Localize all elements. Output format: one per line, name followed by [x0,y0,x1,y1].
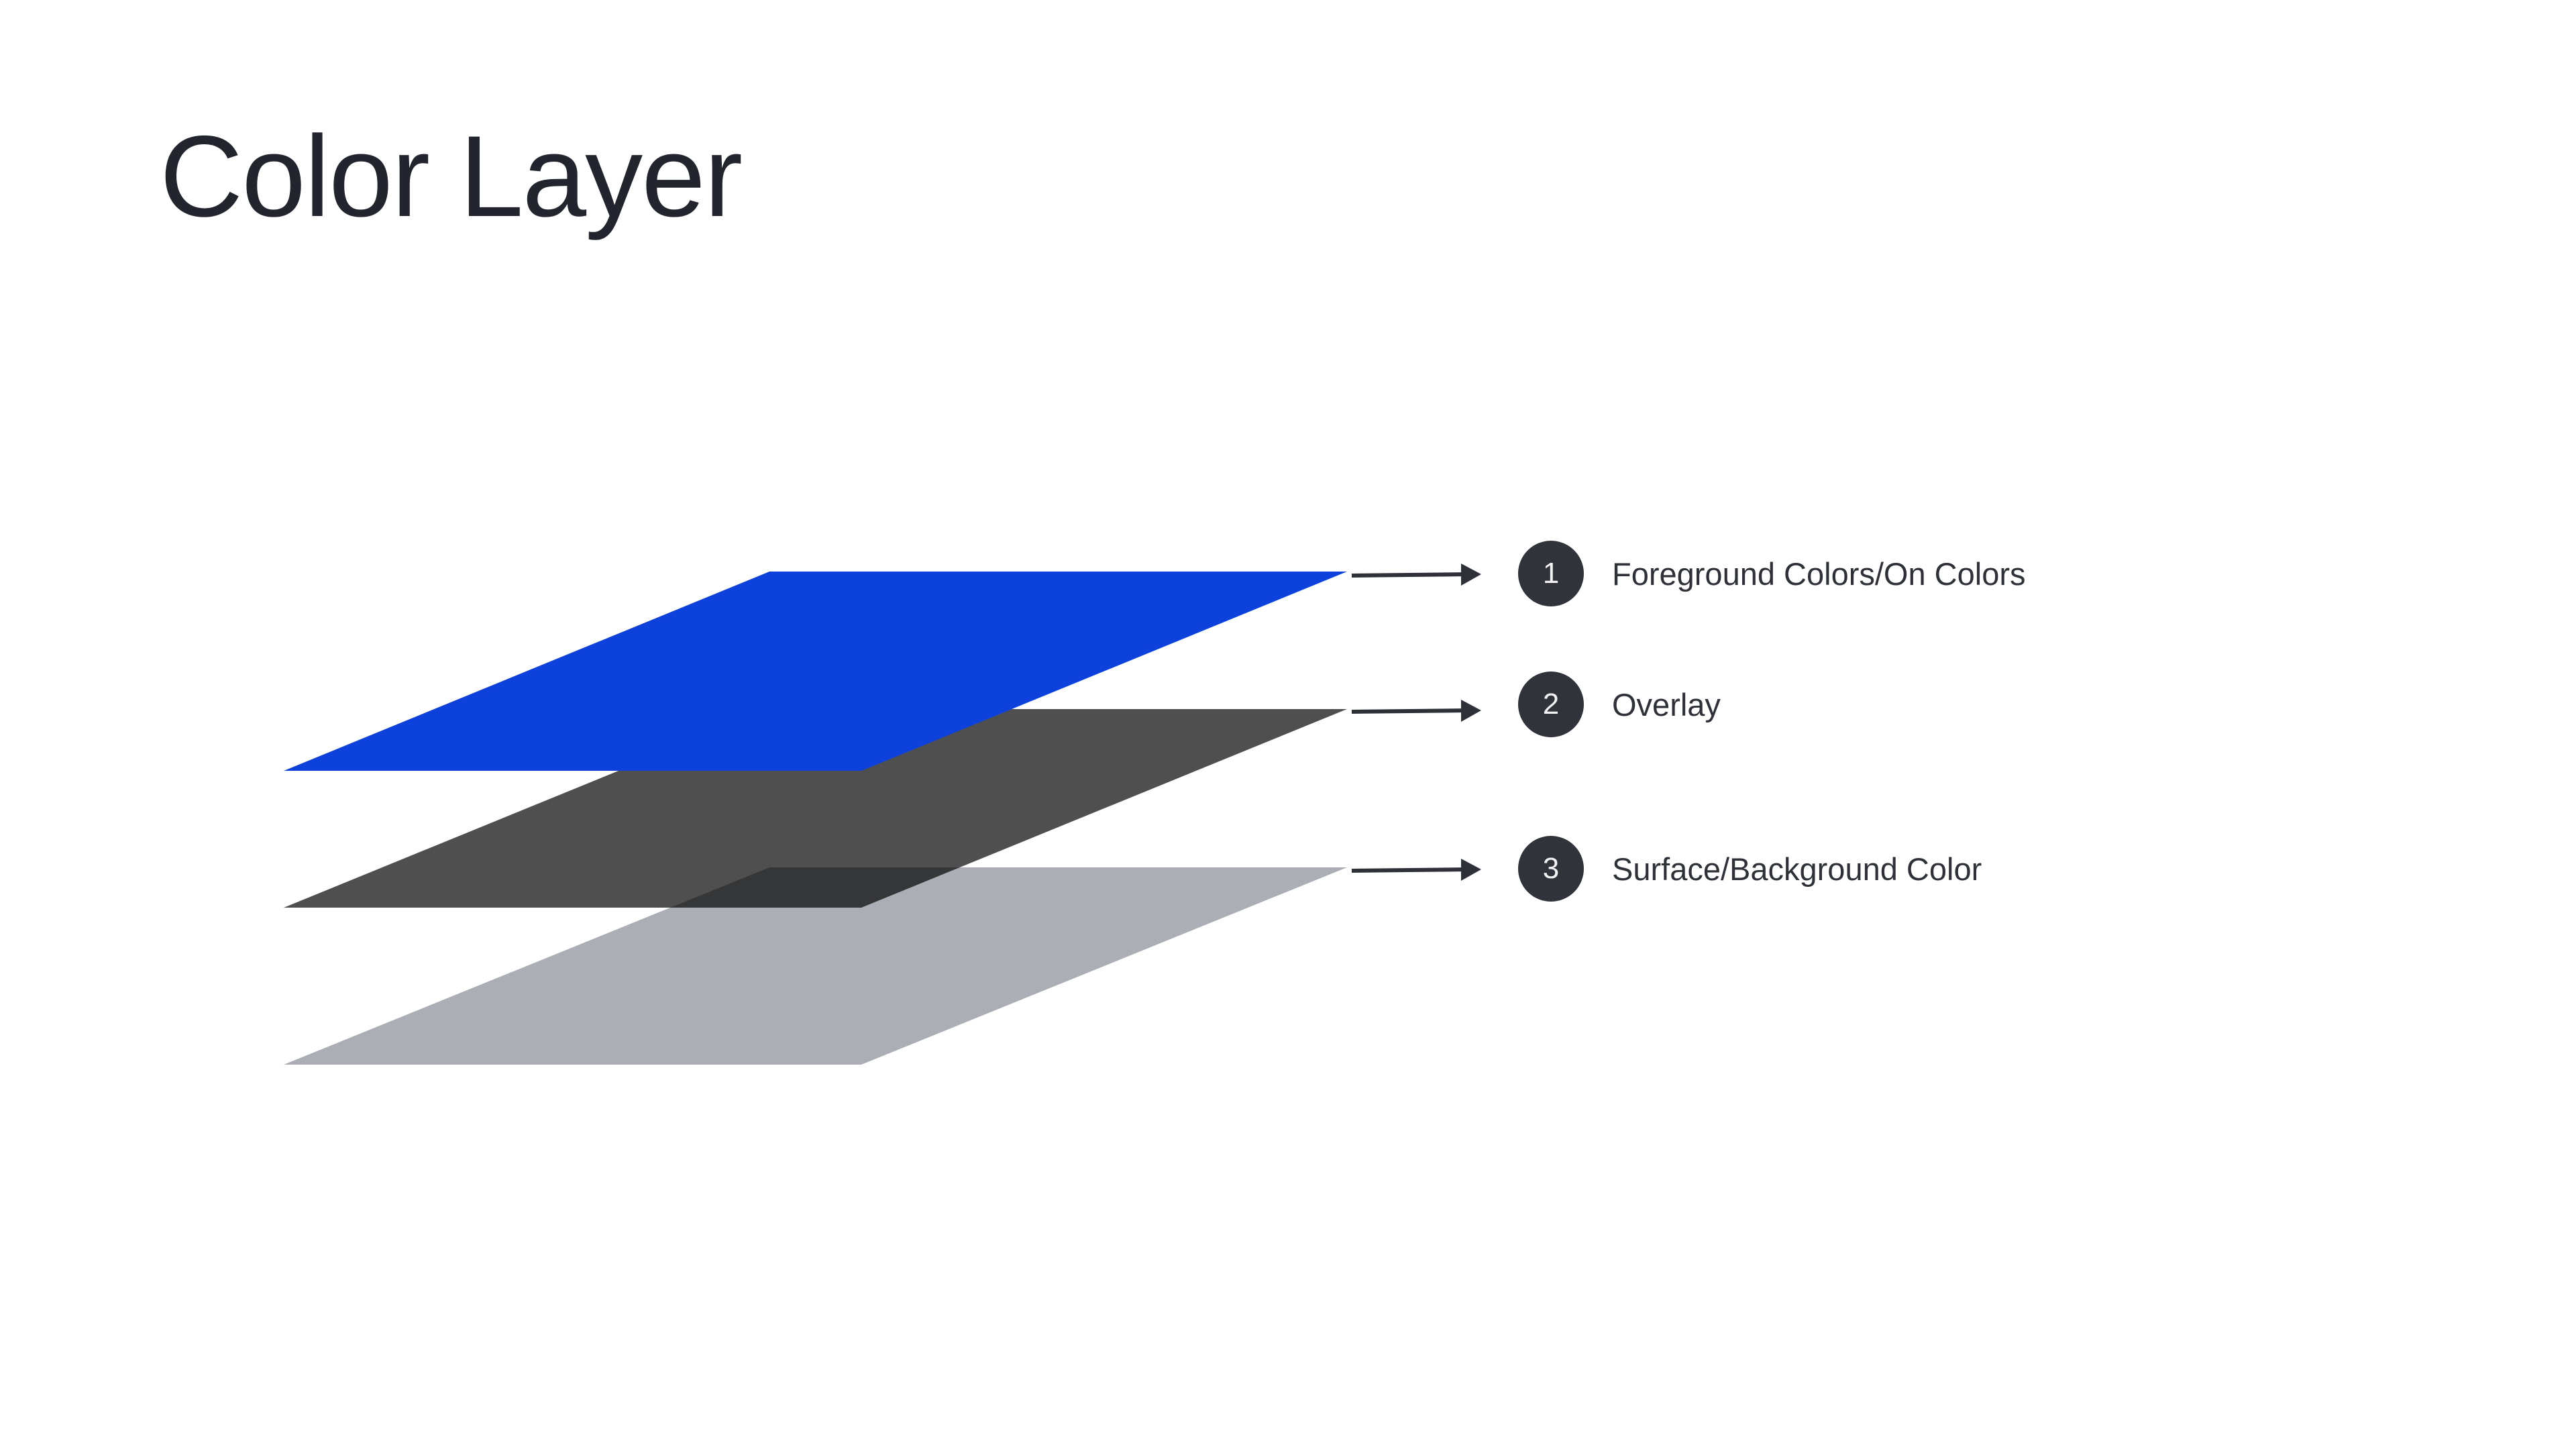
page-title: Color Layer [160,112,743,241]
arrowhead-3-icon [1461,859,1481,881]
surface-layer [284,867,1347,1065]
arrow-2 [1351,708,1470,714]
legend-item-foreground: 1 Foreground Colors/On Colors [1518,541,2026,606]
legend-item-surface: 3 Surface/Background Color [1518,836,1982,902]
number-badge: 3 [1518,836,1584,902]
legend-label: Overlay [1612,686,1721,722]
legend-label: Foreground Colors/On Colors [1612,555,2026,592]
arrowhead-2-icon [1461,700,1481,722]
legend-label: Surface/Background Color [1612,851,1982,887]
foreground-layer [284,572,1347,771]
arrow-1 [1351,572,1470,578]
overlay-layer [284,709,1347,908]
arrowhead-1-icon [1461,564,1481,586]
number-badge: 1 [1518,541,1584,606]
arrow-3 [1351,867,1470,873]
legend-item-overlay: 2 Overlay [1518,672,1721,737]
number-badge: 2 [1518,672,1584,737]
